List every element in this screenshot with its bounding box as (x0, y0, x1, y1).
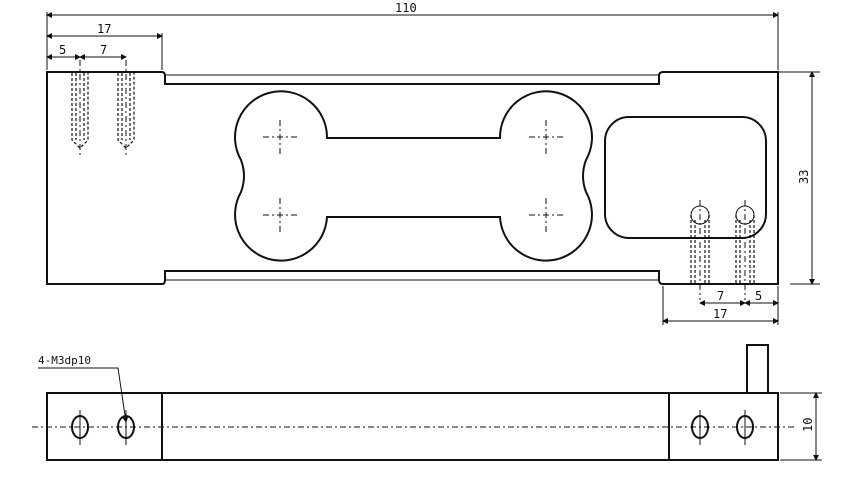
dim-right-hole-spacing: 7 (717, 289, 724, 303)
thickness-dim (780, 392, 822, 461)
dim-left-hole-offset: 17 (97, 22, 111, 36)
thread-callout: 4-M3dp10 (38, 354, 91, 367)
body-outline (46, 71, 779, 285)
dim-overall-length: 110 (395, 1, 417, 15)
dim-left-first-hole: 5 (59, 43, 66, 57)
dimension-lines (46, 12, 820, 325)
dim-right-last-hole: 5 (755, 289, 762, 303)
side-holes (71, 410, 754, 445)
cable-post (746, 344, 769, 394)
top-view: 110 17 5 7 33 7 5 17 (46, 1, 820, 325)
bone-cutout (234, 90, 593, 262)
right-threaded-holes (690, 200, 755, 300)
side-view: 10 4-M3dp10 (32, 344, 822, 461)
center-marks (263, 120, 563, 232)
dim-left-hole-spacing: 7 (100, 43, 107, 57)
left-threaded-holes (71, 60, 135, 158)
callout-leader (38, 367, 129, 423)
dim-right-hole-offset: 17 (713, 307, 727, 321)
dim-thickness: 10 (801, 418, 815, 432)
gauge-pocket-hatch (604, 116, 767, 239)
dim-height: 33 (797, 170, 811, 184)
upper-groove-hatch (164, 74, 660, 85)
lower-groove-hatch (164, 270, 660, 281)
